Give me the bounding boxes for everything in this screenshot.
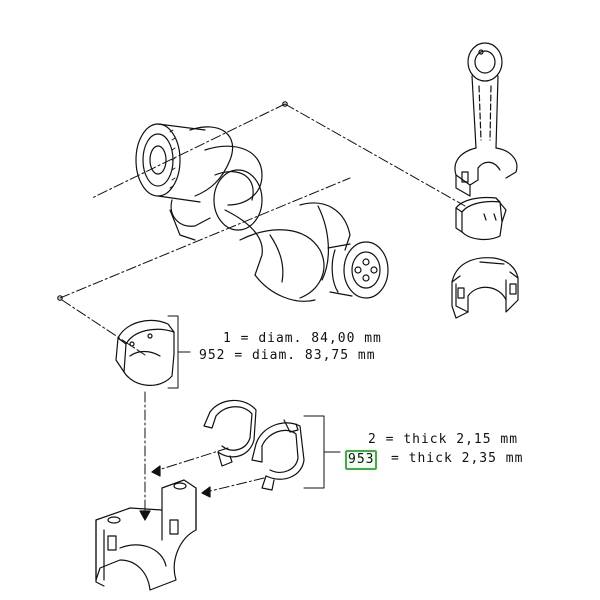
thrust-washer-1 xyxy=(203,399,257,467)
center-point-top xyxy=(282,101,288,107)
bearing-code-952: 952 xyxy=(199,348,226,363)
crankshaft xyxy=(135,123,389,302)
washer-code-953-highlight[interactable]: 953 xyxy=(345,450,378,470)
equals-sign: = xyxy=(240,331,250,346)
arrow-head-3 xyxy=(139,510,151,521)
main-bearing-cap xyxy=(95,479,197,591)
bearing-diameter-1: diam. 84,00 mm xyxy=(258,331,382,346)
equals-sign: = xyxy=(391,451,400,466)
bracket-bearing xyxy=(167,315,191,389)
bearing-code-1: 1 xyxy=(223,331,232,346)
conrod-cap xyxy=(451,257,519,319)
connecting-rod xyxy=(454,42,518,197)
washer-thickness-2: thick 2,35 mm xyxy=(408,451,524,466)
arrow-head-1 xyxy=(151,465,161,477)
arrow-head-2 xyxy=(201,486,211,498)
equals-sign: = xyxy=(385,432,395,447)
washer-code-2: 2 xyxy=(368,432,377,447)
main-bearing-shell xyxy=(115,319,175,386)
conrod-bearing-upper xyxy=(455,196,507,241)
thrust-legend-row1: 2 = thick 2,15 mm xyxy=(368,432,518,447)
center-point-left xyxy=(57,295,63,301)
bearing-diameter-2: diam. 83,75 mm xyxy=(251,348,376,363)
bracket-washer xyxy=(303,415,341,489)
bearing-legend-row1: 1 = diam. 84,00 mm xyxy=(223,331,382,346)
bearing-legend-row2: 952 = diam. 83,75 mm xyxy=(199,348,376,363)
equals-sign: = xyxy=(234,348,244,363)
washer-thickness-1: thick 2,15 mm xyxy=(403,432,519,447)
center-lines xyxy=(59,103,466,521)
thrust-legend-row2: = thick 2,35 mm xyxy=(391,451,523,466)
thrust-washer-2 xyxy=(251,419,305,491)
